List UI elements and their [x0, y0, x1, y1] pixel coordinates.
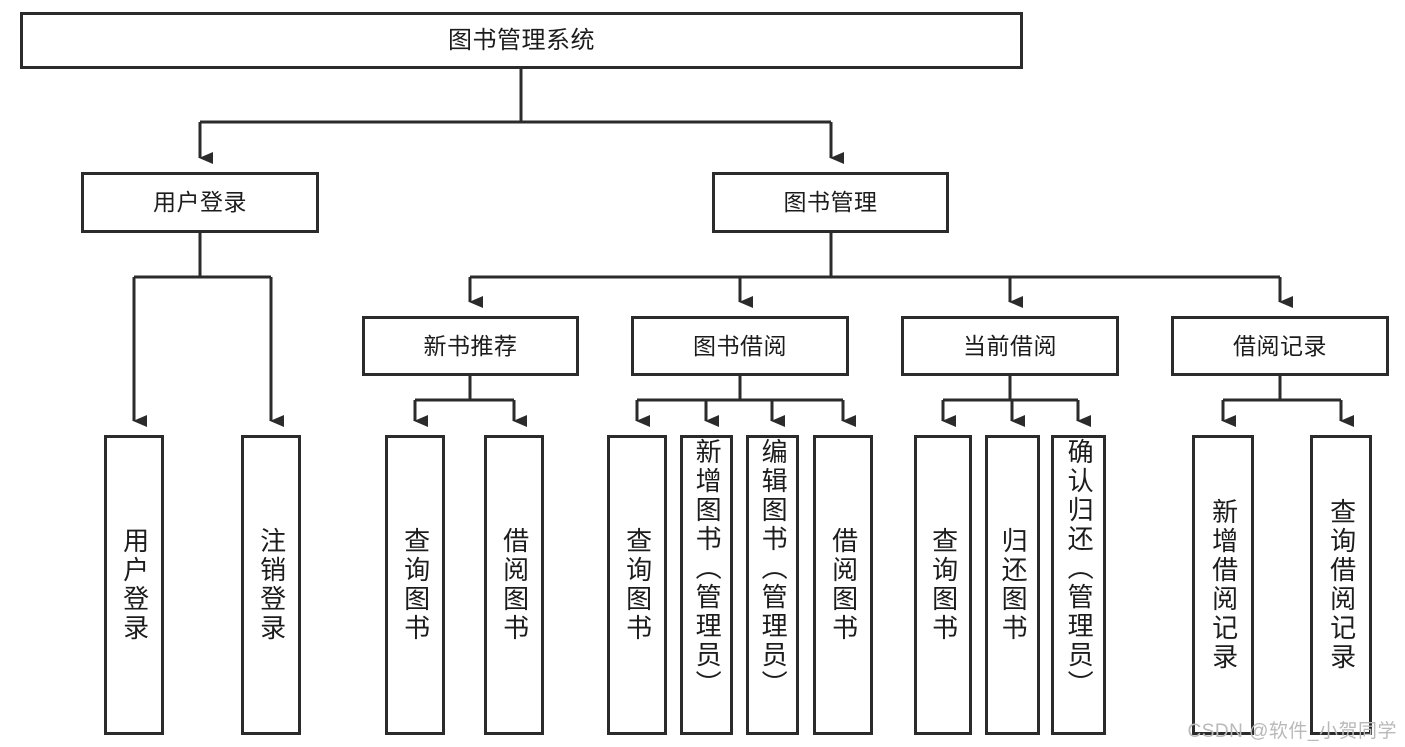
- leaf-user-login[interactable]: 用户登录: [104, 435, 164, 735]
- leaf-query-book-current[interactable]: 查询图书: [914, 435, 972, 735]
- leaf-query-book-recommend[interactable]: 查询图书: [385, 435, 445, 735]
- leaf-return-book[interactable]: 归还图书: [985, 435, 1040, 735]
- leaf-edit-book-admin[interactable]: 编辑图书（管理员）: [746, 435, 799, 735]
- leaf-add-borrow-record-label: 新增借阅记录: [1208, 498, 1239, 672]
- leaf-borrow-book[interactable]: 借阅图书: [813, 435, 873, 735]
- node-current-borrow[interactable]: 当前借阅: [901, 316, 1119, 376]
- leaf-user-login-label: 用户登录: [119, 527, 150, 643]
- leaf-borrow-book-recommend-label: 借阅图书: [499, 527, 530, 643]
- node-current-borrow-label: 当前借阅: [963, 332, 1057, 359]
- node-book-management[interactable]: 图书管理: [712, 172, 949, 233]
- leaf-add-book-admin-label: 新增图书（管理员）: [692, 438, 723, 699]
- leaf-edit-book-admin-label: 编辑图书（管理员）: [758, 438, 789, 699]
- node-book-borrow[interactable]: 图书借阅: [631, 316, 849, 376]
- leaf-query-book-current-label: 查询图书: [928, 527, 959, 643]
- node-book-management-label: 图书管理: [783, 189, 878, 216]
- leaf-confirm-return-admin[interactable]: 确认归还（管理员）: [1051, 435, 1106, 735]
- leaf-return-book-label: 归还图书: [998, 527, 1029, 643]
- leaf-confirm-return-admin-label: 确认归还（管理员）: [1064, 438, 1095, 699]
- leaf-borrow-book-recommend[interactable]: 借阅图书: [484, 435, 544, 735]
- leaf-query-borrow-record-label: 查询借阅记录: [1326, 498, 1357, 672]
- leaf-query-book-borrow[interactable]: 查询图书: [607, 435, 667, 735]
- node-new-book-recommend[interactable]: 新书推荐: [362, 316, 579, 376]
- node-user-login[interactable]: 用户登录: [81, 172, 319, 233]
- node-root[interactable]: 图书管理系统: [20, 12, 1023, 69]
- node-user-login-label: 用户登录: [153, 189, 247, 216]
- leaf-user-logout-label: 注销登录: [256, 527, 287, 643]
- node-new-book-recommend-label: 新书推荐: [423, 332, 518, 359]
- node-borrow-record[interactable]: 借阅记录: [1171, 316, 1389, 376]
- leaf-add-book-admin[interactable]: 新增图书（管理员）: [680, 435, 733, 735]
- leaf-query-book-recommend-label: 查询图书: [400, 527, 431, 643]
- node-root-label: 图书管理系统: [448, 26, 595, 54]
- node-borrow-record-label: 借阅记录: [1233, 332, 1327, 359]
- leaf-query-borrow-record[interactable]: 查询借阅记录: [1310, 435, 1372, 735]
- node-book-borrow-label: 图书借阅: [693, 332, 787, 359]
- leaf-borrow-book-label: 借阅图书: [828, 527, 859, 643]
- watermark: CSDN @软件_小贺同学: [1187, 721, 1397, 742]
- leaf-user-logout[interactable]: 注销登录: [241, 435, 301, 735]
- leaf-add-borrow-record[interactable]: 新增借阅记录: [1192, 435, 1254, 735]
- leaf-query-book-borrow-label: 查询图书: [622, 527, 653, 643]
